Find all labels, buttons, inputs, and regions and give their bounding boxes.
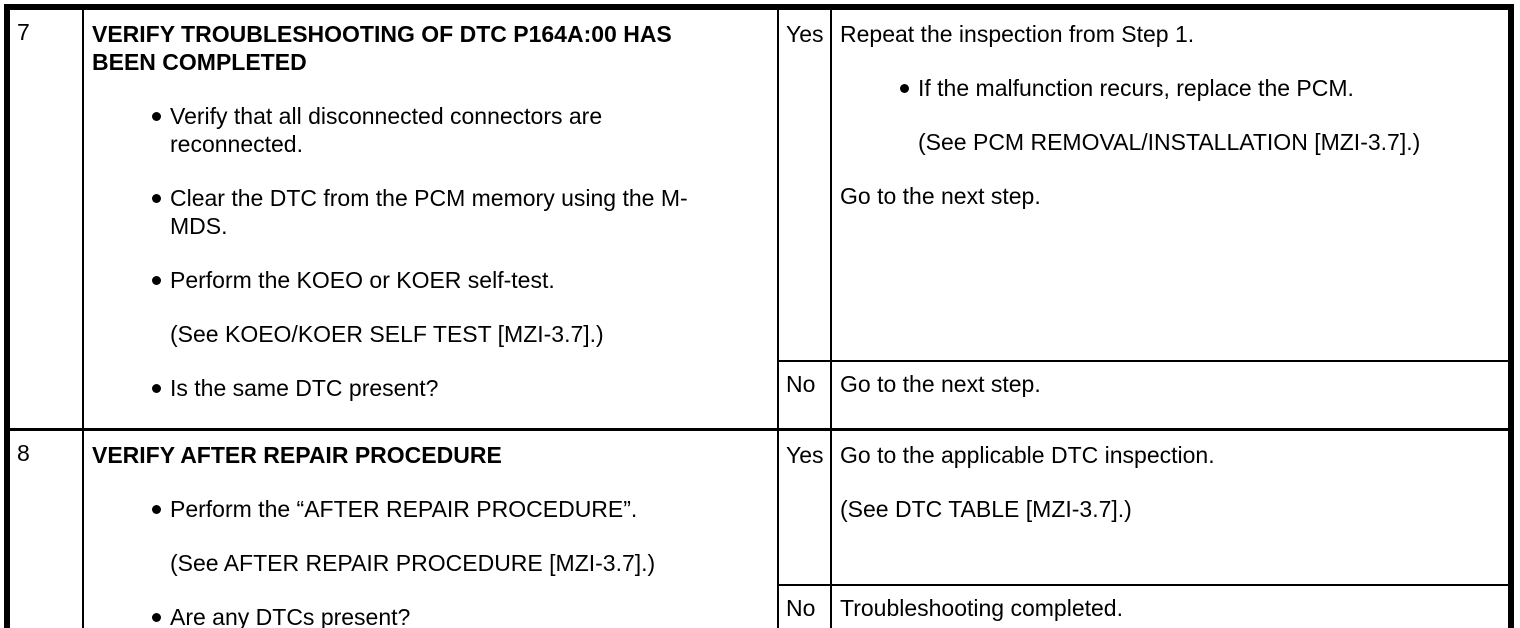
answer-label-no: No	[786, 595, 816, 622]
reference-line: (See KOEO/KOER SELF TEST [MZI-3.7].)	[170, 321, 604, 347]
answer-cell-no: No	[777, 360, 832, 431]
answer-cell-yes: Yes	[777, 428, 832, 587]
action-bullet-item: Perform the “AFTER REPAIR PROCEDURE”.	[92, 495, 733, 523]
answer-label-yes: Yes	[786, 442, 824, 468]
action-bullet-item: Verify that all disconnected connectors …	[92, 102, 733, 158]
result-cell-step-8-no: Troubleshooting completed.	[830, 584, 1512, 628]
bullet-icon	[152, 112, 161, 121]
result-line: (See DTC TABLE [MZI-3.7].)	[840, 496, 1132, 522]
result-line: Go to the applicable DTC inspection.	[840, 442, 1215, 468]
bullet-text: If the malfunction recurs, replace the P…	[918, 75, 1354, 101]
result-bullet-item: If the malfunction recurs, replace the P…	[840, 74, 1500, 102]
bullet-text: Perform the KOEO or KOER self-test.	[170, 267, 555, 293]
result-cell-step-7-no: Go to the next step.	[830, 360, 1512, 431]
result-line: Troubleshooting completed.	[840, 595, 1123, 622]
step-number-cell-8: 8	[6, 428, 84, 628]
answer-label-no: No	[786, 371, 816, 398]
step-8-yes-row: 8 VERIFY AFTER REPAIR PROCEDURE Perform …	[6, 428, 1512, 628]
action-cell-step-8: VERIFY AFTER REPAIR PROCEDURE Perform th…	[82, 428, 779, 628]
answer-label-yes: Yes	[786, 21, 824, 47]
bullet-icon	[152, 194, 161, 203]
bullet-icon	[152, 613, 161, 622]
step-7-no-row: No Go to the next step.	[7, 360, 1512, 431]
bullet-text: Verify that all disconnected connectors …	[170, 103, 603, 157]
bullet-text: Clear the DTC from the PCM memory using …	[170, 185, 688, 239]
answer-cell-yes: Yes	[777, 5, 832, 363]
step-number-cell-7: 7	[6, 6, 84, 431]
reference-line: (See PCM REMOVAL/INSTALLATION [MZI-3.7].…	[918, 129, 1421, 155]
reference-line: (See AFTER REPAIR PROCEDURE [MZI-3.7].)	[170, 550, 656, 576]
result-line: Repeat the inspection from Step 1.	[840, 21, 1195, 47]
result-cell-step-7-yes: Repeat the inspection from Step 1. If th…	[830, 5, 1512, 363]
action-cell-step-7: VERIFY TROUBLESHOOTING OF DTC P164A:00 H…	[82, 6, 779, 431]
result-cell-step-8-yes: Go to the applicable DTC inspection. (Se…	[830, 428, 1512, 587]
step-number: 8	[17, 440, 30, 466]
bullet-icon	[900, 84, 909, 93]
bullet-text: Is the same DTC present?	[170, 375, 439, 401]
action-bullet-item: Perform the KOEO or KOER self-test.	[92, 266, 733, 294]
action-bullet-item: Is the same DTC present?	[92, 374, 733, 402]
action-bullet-item: Clear the DTC from the PCM memory using …	[92, 184, 733, 240]
result-line: Go to the next step.	[840, 183, 1041, 209]
bullet-text: Perform the “AFTER REPAIR PROCEDURE”.	[170, 496, 638, 522]
bullet-icon	[152, 505, 161, 514]
step-8-no-row: No Troubleshooting completed.	[7, 584, 1512, 628]
step-7-yes-row: 7 VERIFY TROUBLESHOOTING OF DTC P164A:00…	[6, 5, 1512, 431]
troubleshooting-table: 7 VERIFY TROUBLESHOOTING OF DTC P164A:00…	[4, 4, 1514, 628]
bullet-icon	[152, 384, 161, 393]
action-title: VERIFY AFTER REPAIR PROCEDURE	[92, 442, 502, 468]
bullet-text: Are any DTCs present?	[170, 604, 411, 628]
bullet-icon	[152, 276, 161, 285]
step-number: 7	[17, 19, 30, 45]
answer-cell-no: No	[777, 584, 832, 628]
action-title: VERIFY TROUBLESHOOTING OF DTC P164A:00 H…	[92, 21, 672, 75]
result-line: Go to the next step.	[840, 371, 1041, 398]
action-bullet-item: Are any DTCs present?	[92, 603, 733, 628]
